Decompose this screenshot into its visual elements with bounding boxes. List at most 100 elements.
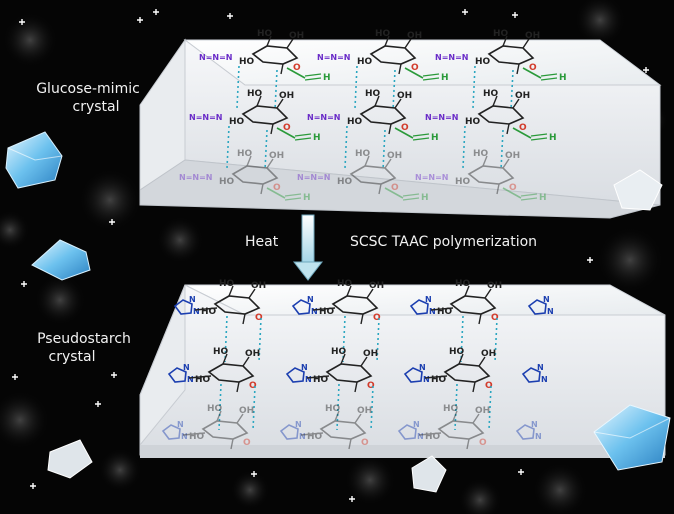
star-icon (137, 17, 143, 23)
alkyne-h-label: H (549, 133, 557, 143)
hydrogen-bond-line (392, 69, 396, 111)
hydroxyl-label: HO (337, 177, 353, 187)
triazole-ring: NN (285, 363, 312, 384)
triazole-pentagon (403, 367, 423, 383)
star-icon (643, 67, 649, 73)
bottom-crystal-label-line2: crystal (49, 349, 96, 365)
alkyne-bond (384, 187, 404, 199)
ring-bond (346, 285, 352, 297)
ring-bond (512, 98, 520, 109)
bokeh-blob (344, 454, 396, 506)
triazole-n-label: N (413, 420, 420, 429)
hydrogen-bond-line (264, 129, 268, 171)
hydrogen-bond-line (354, 65, 358, 109)
hydrogen-bond-line (274, 69, 278, 111)
triazole-n-label: N (417, 432, 424, 441)
hydroxyl-label: OH (357, 406, 372, 416)
alkyne-triple-bond (284, 193, 302, 197)
ring-bond (388, 123, 392, 135)
linker-bond (424, 375, 448, 379)
arrow-shaft (301, 214, 315, 266)
triazole-n-label: N (429, 307, 436, 316)
crystal-decorations (5, 131, 671, 493)
hydroxyl-label: HO (475, 57, 491, 67)
linker-bond (188, 375, 212, 379)
hydroxyl-label: HO (337, 279, 353, 289)
linker-bond (300, 432, 324, 436)
ring-bond (334, 410, 340, 422)
alkyne-h-label: H (323, 73, 331, 83)
ring-bond (340, 353, 346, 365)
ring-bond (236, 381, 240, 393)
hydroxyl-label: HO (483, 89, 499, 99)
hydroxyl-label: HO (425, 432, 441, 442)
ring-oxygen-label: O (361, 438, 369, 448)
triazole-pentagon (291, 299, 311, 315)
linker-bond (306, 375, 330, 379)
bokeh-blob (34, 274, 86, 326)
hydroxyl-label: HO (237, 149, 253, 159)
alkyne-triple-bond (402, 197, 420, 201)
bokeh-blob (458, 478, 502, 514)
hydroxyl-label: HO (449, 347, 465, 357)
triazole-ring: NN (521, 363, 548, 384)
ring-bond (360, 356, 368, 367)
hydroxyl-label: OH (481, 349, 496, 359)
hydroxyl-label: OH (505, 151, 520, 161)
hydroxyl-label: HO (437, 307, 453, 317)
linker-bond (194, 307, 218, 311)
ring-oxygen-label: O (367, 381, 375, 391)
star-icon (518, 469, 524, 475)
ring-bond (280, 63, 284, 75)
hydroxyl-label: HO (307, 432, 323, 442)
ring-bond (502, 158, 510, 169)
ring-bond (360, 313, 364, 325)
hydroxyl-label: HO (219, 177, 235, 187)
triazole-ring: NN (515, 420, 542, 441)
ring-bond (464, 285, 470, 297)
alkyne-triple-bond (294, 133, 312, 137)
hydroxyl-label: HO (201, 307, 217, 317)
triazole-ring: NN (173, 295, 200, 316)
ring-bond (260, 183, 264, 195)
star-icon (111, 372, 117, 378)
triazole-ring: NN (291, 295, 318, 316)
ring-bond (384, 35, 390, 47)
alkyne-bond (404, 67, 424, 79)
alkyne-bond (502, 187, 522, 199)
alkyne-h-label: H (431, 133, 439, 143)
triazole-n-label: N (181, 432, 188, 441)
ring-oxygen-label: O (519, 123, 527, 133)
star-icon (512, 12, 518, 18)
triazole-ring: NN (527, 295, 554, 316)
hydroxyl-label: HO (319, 307, 335, 317)
heat-label: Heat (245, 234, 279, 250)
alkyne-triple-bond (520, 193, 538, 197)
azide-label: N=N=N (435, 53, 469, 62)
triazole-n-label: N (183, 363, 190, 372)
ring-bond (270, 123, 274, 135)
azide-label: N=N=N (317, 53, 351, 62)
hydroxyl-label: HO (229, 117, 245, 127)
triazole-n-label: N (301, 363, 308, 372)
ring-oxygen-label: O (293, 63, 301, 73)
crystal-left-top-facets (7, 147, 63, 161)
